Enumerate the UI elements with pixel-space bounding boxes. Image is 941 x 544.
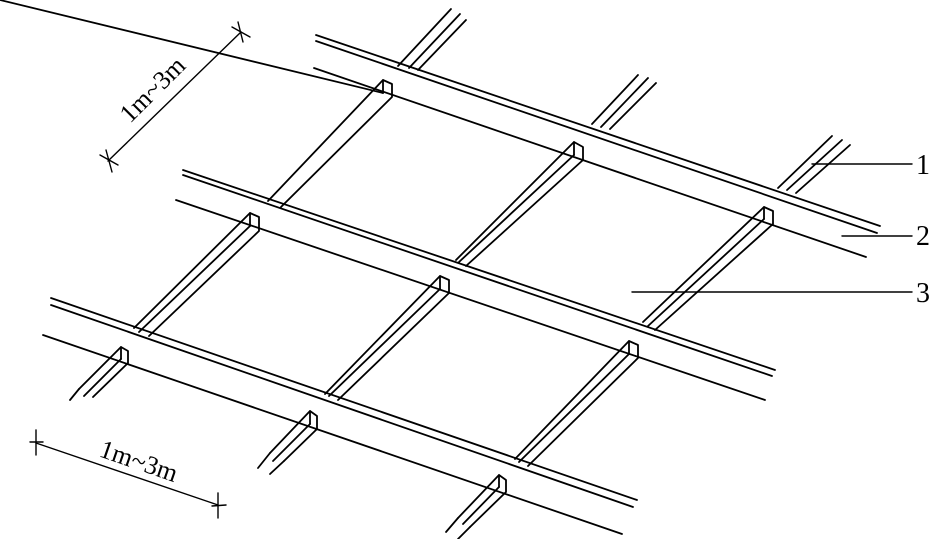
cross-stub	[257, 410, 318, 475]
joist	[133, 212, 260, 337]
dimension-label-bottom: 1m~3m	[96, 434, 182, 488]
cross-stub	[591, 74, 657, 130]
callout-number-2: 2	[916, 221, 930, 252]
callout-1: 1	[811, 150, 930, 181]
main-beam-top	[313, 34, 881, 258]
joist	[455, 141, 584, 267]
callout-number-1: 1	[916, 150, 930, 181]
dimension-top: 1m~3m	[99, 21, 251, 173]
dimension-label-top: 1m~3m	[114, 51, 191, 128]
callout-number-3: 3	[916, 278, 930, 309]
cross-stub	[777, 135, 851, 194]
dimension-bottom: 1m~3m	[29, 429, 227, 519]
cross-stub	[397, 8, 467, 71]
callout-3: 3	[631, 278, 930, 309]
main-beam-bottom	[42, 297, 638, 535]
cross-members	[0, 0, 851, 540]
callout-2: 2	[841, 221, 930, 252]
joist	[642, 206, 774, 331]
joist	[324, 275, 450, 401]
joist	[0, 0, 393, 208]
main-beams	[42, 34, 881, 535]
cross-stub	[445, 474, 507, 540]
main-beam-middle	[175, 169, 776, 401]
joist	[514, 340, 639, 467]
cross-stub	[69, 346, 129, 401]
